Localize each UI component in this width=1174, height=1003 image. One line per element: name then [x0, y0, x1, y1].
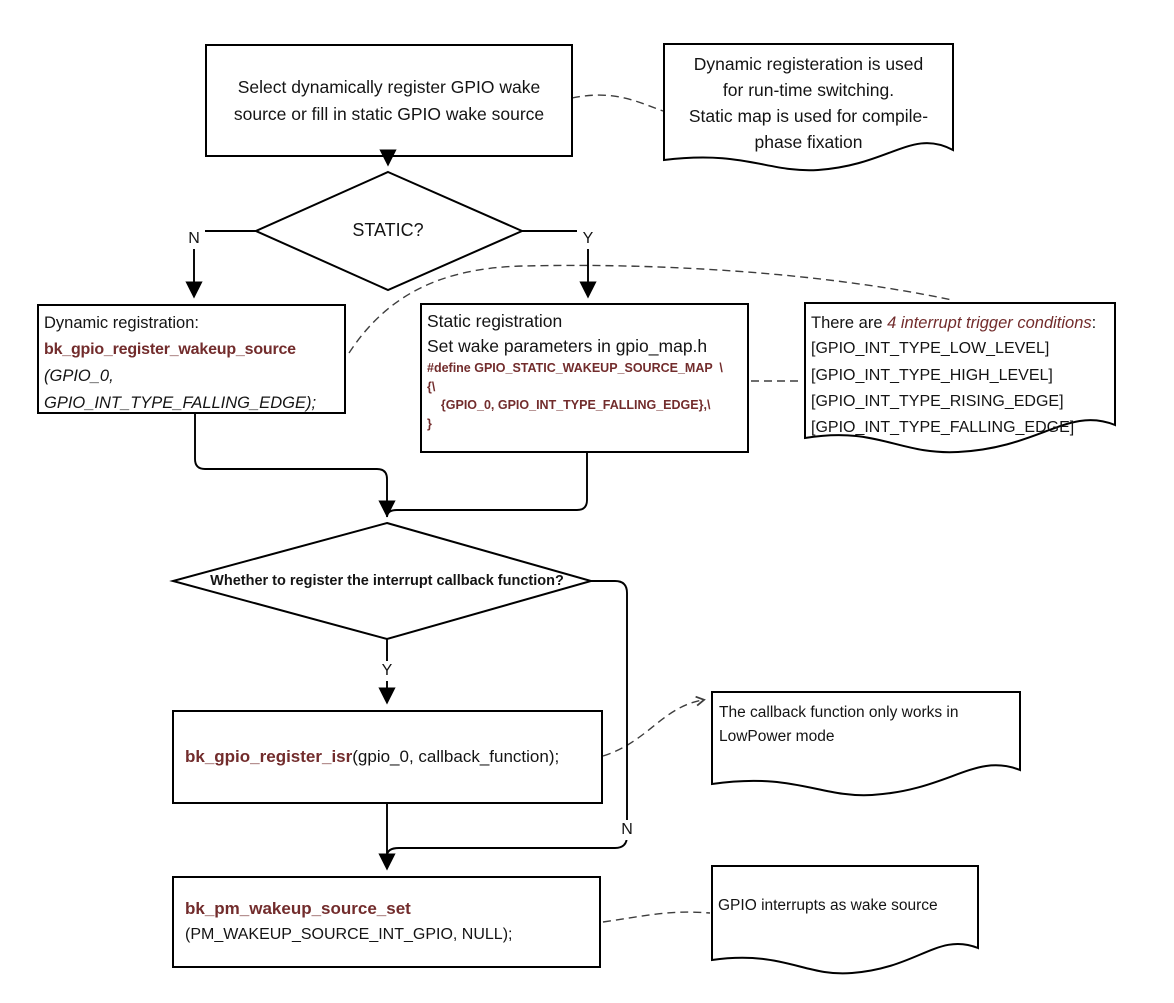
static-code-1: #define GPIO_STATIC_WAKEUP_SOURCE_MAP \ [427, 361, 723, 375]
dynamic-param-1: (GPIO_0, [44, 367, 114, 385]
wake-source-note-callout [711, 865, 979, 975]
wake-source-note-text: GPIO interrupts as wake source [718, 897, 938, 914]
conditions-intro-line: There are 4 interrupt trigger conditions… [811, 310, 1111, 336]
dynamic-function-name: bk_gpio_register_wakeup_source [44, 340, 296, 358]
line-static-merge [386, 452, 588, 518]
static-no-label: N [183, 229, 205, 249]
connector-start-to-note [571, 94, 664, 112]
callback-yes-label: Y [376, 661, 398, 681]
condition-item: [GPIO_INT_TYPE_FALLING_EDGE] [811, 419, 1075, 437]
dynamic-registration-text: Dynamic registration: bk_gpio_register_w… [44, 310, 342, 416]
callback-note-callout [711, 691, 1021, 797]
conditions-prefix: There are [811, 314, 888, 332]
callback-note-line-1: The callback function only works in [719, 704, 959, 721]
condition-item: [GPIO_INT_TYPE_RISING_EDGE] [811, 392, 1064, 410]
callback-no-label: N [616, 820, 638, 840]
trigger-conditions-text: There are 4 interrupt trigger conditions… [811, 310, 1111, 441]
static-decision-diamond [253, 170, 525, 292]
pm-function-name: bk_pm_wakeup_source_set [185, 899, 411, 918]
connector-conditions-to-dynamic [348, 264, 953, 354]
trigger-conditions-callout [804, 302, 1116, 454]
callback-decision-label: Whether to register the interrupt callba… [210, 573, 564, 589]
start-line-1: Select dynamically register GPIO wake [237, 76, 541, 97]
note-line-3: Static map is used for compile- [688, 106, 929, 126]
static-line-1: Static registration [427, 311, 563, 331]
registration-note-callout [663, 43, 954, 172]
conditions-suffix: : [1091, 314, 1097, 332]
condition-item: [GPIO_INT_TYPE_LOW_LEVEL] [811, 340, 1050, 358]
isr-function-name: bk_gpio_register_isr [185, 747, 353, 766]
dynamic-param-2: GPIO_INT_TYPE_FALLING_EDGE); [44, 393, 317, 412]
register-isr-text: bk_gpio_register_isr(gpio_0, callback_fu… [185, 711, 605, 803]
static-line-2: Set wake parameters in gpio_map.h [427, 336, 708, 356]
static-decision-label: STATIC? [352, 220, 424, 240]
static-code-2: {\ [427, 379, 436, 394]
pm-params: (PM_WAKEUP_SOURCE_INT_GPIO, NULL); [185, 926, 513, 943]
start-line-2: source or fill in static GPIO wake sourc… [233, 103, 545, 124]
callback-note-text: The callback function only works in LowP… [719, 701, 1009, 748]
pm-wakeup-text: bk_pm_wakeup_source_set (PM_WAKEUP_SOURC… [185, 877, 600, 967]
registration-note-text: Dynamic registeration is used for run-ti… [664, 51, 953, 155]
register-isr-box [172, 710, 603, 804]
static-registration-text: Static registration Set wake parameters … [427, 309, 745, 433]
line-callback-no [386, 580, 628, 857]
note-line-2: for run-time switching. [722, 80, 895, 100]
pm-wakeup-box [172, 876, 601, 968]
connector-isr-to-callback-note [602, 695, 706, 757]
note-line-1: Dynamic registeration is used [693, 54, 924, 74]
isr-params: (gpio_0, callback_function); [352, 747, 560, 766]
condition-item: [GPIO_INT_TYPE_HIGH_LEVEL] [811, 366, 1053, 384]
static-yes-label: Y [577, 229, 599, 249]
connector-pm-to-wake-note [602, 911, 711, 923]
arrow-merge-to-callback-decision [194, 413, 396, 518]
start-box-text: Select dynamically register GPIO wake so… [206, 45, 572, 156]
static-registration-box [420, 303, 749, 453]
isr-line: bk_gpio_register_isr(gpio_0, callback_fu… [185, 747, 559, 767]
static-code-3: {GPIO_0, GPIO_INT_TYPE_FALLING_EDGE},\ [427, 398, 711, 412]
static-code-4: } [427, 416, 432, 431]
dynamic-registration-box [37, 304, 346, 414]
note-line-4: phase fixation [754, 132, 863, 152]
callback-note-line-2: LowPower mode [719, 727, 835, 745]
conditions-highlight: 4 interrupt trigger conditions [887, 314, 1092, 332]
dynamic-title: Dynamic registration: [44, 314, 199, 332]
